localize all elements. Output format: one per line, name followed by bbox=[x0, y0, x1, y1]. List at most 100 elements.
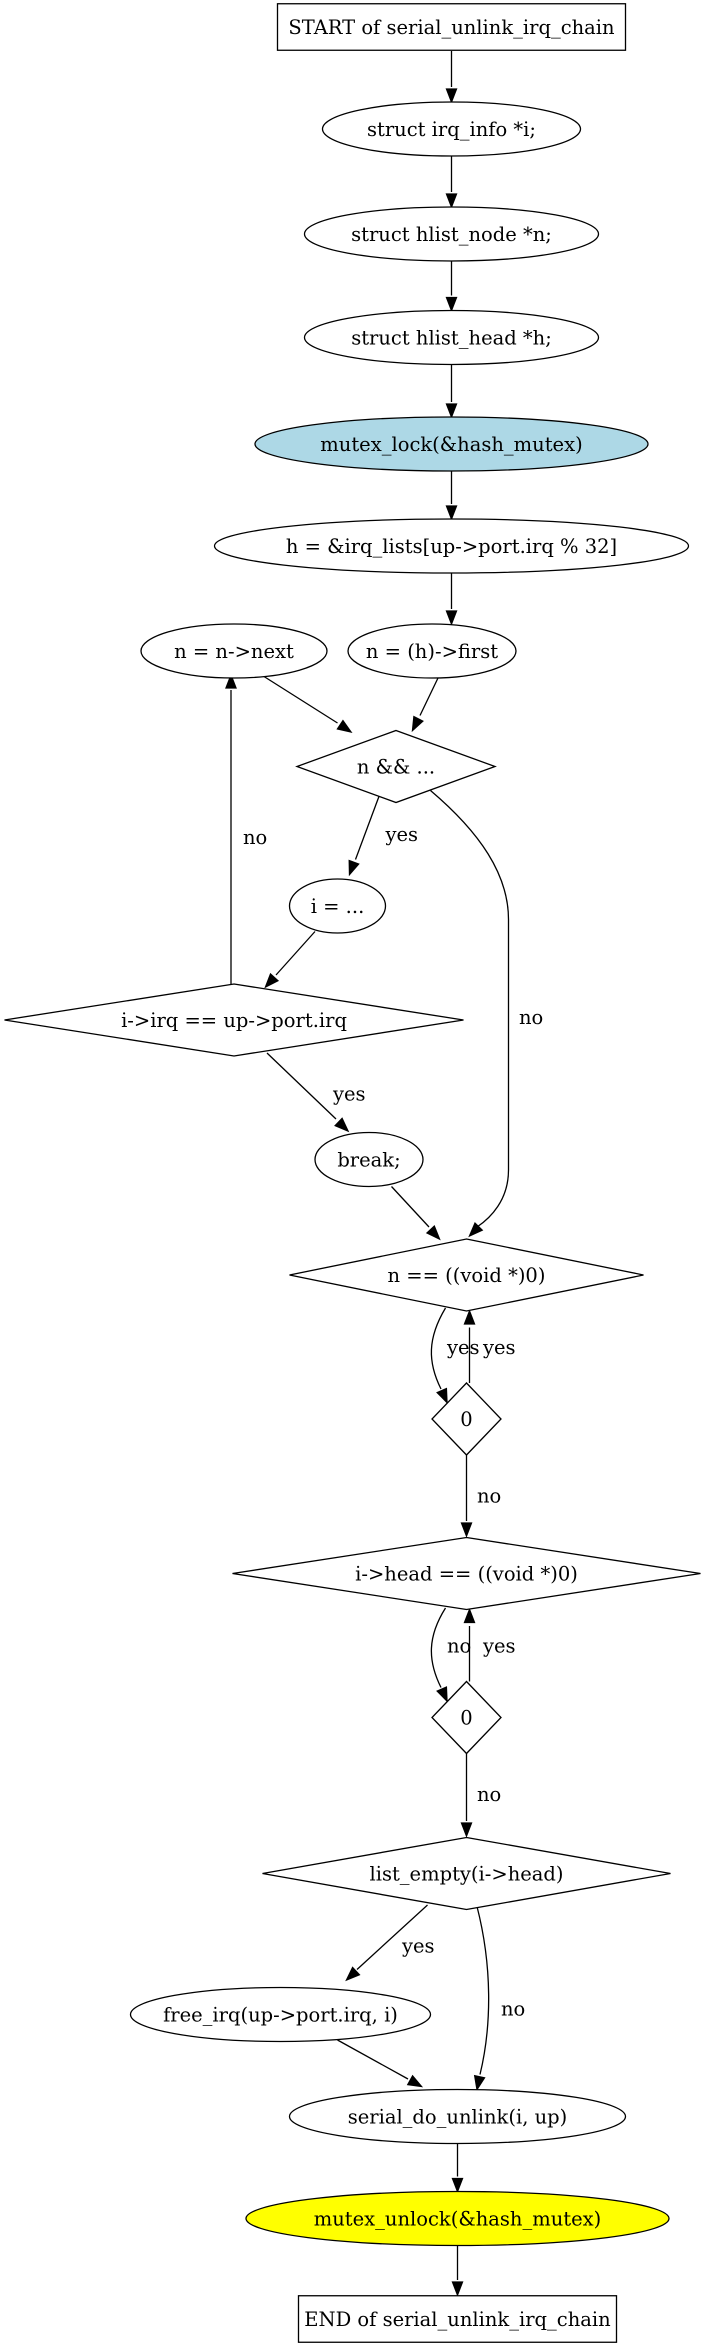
node-n-null: n == ((void *)0) bbox=[289, 1238, 644, 1312]
edge-line bbox=[263, 675, 338, 724]
edge-label: yes bbox=[401, 1935, 435, 1958]
node-decl-n: struct hlist_node *n; bbox=[303, 206, 600, 262]
arrowhead bbox=[445, 610, 458, 626]
node-label: n = (h)->first bbox=[366, 640, 498, 663]
node-label: list_empty(i->head) bbox=[369, 1863, 563, 1886]
edge-assign_h-to-n_first bbox=[445, 573, 458, 626]
node-diamond bbox=[431, 1382, 502, 1456]
edge-mutex_unlock-to-end bbox=[451, 2245, 464, 2297]
node-label: free_irq(up->port.irq, i) bbox=[163, 2004, 398, 2027]
edge-label: yes bbox=[482, 1635, 516, 1658]
edge-label: no bbox=[519, 1006, 543, 1029]
arrowhead bbox=[460, 1522, 473, 1538]
edge-serial_do_unlink-to-mutex_unlock bbox=[451, 2143, 464, 2194]
node-ellipse bbox=[213, 518, 690, 574]
node-label: END of serial_unlink_irq_chain bbox=[304, 2308, 611, 2331]
edge-line bbox=[476, 1906, 490, 2075]
node-loop-cond: n && ... bbox=[295, 729, 497, 804]
node-n-first: n = (h)->first bbox=[347, 623, 517, 679]
arrowhead bbox=[336, 719, 353, 734]
arrowhead bbox=[460, 1822, 473, 1838]
edge-label: yes bbox=[385, 823, 419, 846]
arrowhead bbox=[473, 2074, 486, 2092]
edge-line bbox=[391, 1186, 430, 1228]
node-ellipse bbox=[245, 2190, 670, 2247]
edge-irq_check-to-break: yes bbox=[266, 1052, 366, 1133]
node-diamond bbox=[262, 1836, 671, 1911]
node-n-next: n = n->next bbox=[140, 623, 328, 679]
node-free-irq: free_irq(up->port.irq, i) bbox=[129, 1986, 432, 2043]
node-diamond bbox=[295, 729, 497, 804]
edge-decl_h-to-mutex_lock bbox=[445, 364, 458, 419]
node-ellipse bbox=[303, 206, 600, 262]
arrowhead bbox=[445, 505, 458, 521]
edge-start-to-decl_i bbox=[445, 51, 458, 104]
arrowhead bbox=[348, 859, 360, 877]
edge-label: yes bbox=[446, 1336, 480, 1359]
edge-loop_cond-to-n_null: no bbox=[430, 790, 543, 1238]
node-label: 0 bbox=[460, 1707, 472, 1730]
node-decl-h: struct hlist_head *h; bbox=[303, 309, 600, 366]
arrowhead bbox=[445, 296, 458, 313]
node-label: struct hlist_head *h; bbox=[351, 327, 552, 350]
node-label: START of serial_unlink_irq_chain bbox=[288, 16, 615, 39]
arrowhead bbox=[334, 1117, 350, 1133]
edge-zero_2-to-list_empty: no bbox=[460, 1753, 501, 1838]
node-start: START of serial_unlink_irq_chain bbox=[276, 3, 627, 51]
node-decl-i: struct irq_info *i; bbox=[321, 101, 582, 157]
arrowhead bbox=[445, 88, 458, 104]
node-mutex-lock: mutex_lock(&hash_mutex) bbox=[254, 416, 649, 472]
edge-label: no bbox=[501, 1998, 525, 2021]
node-label: mutex_lock(&hash_mutex) bbox=[320, 433, 582, 456]
node-label: i->irq == up->port.irq bbox=[121, 1009, 347, 1032]
node-box bbox=[276, 3, 627, 51]
node-end: END of serial_unlink_irq_chain bbox=[297, 2295, 618, 2343]
edge-n_first-to-loop_cond bbox=[411, 677, 439, 733]
edge-line bbox=[356, 1904, 428, 1970]
edge-label: no bbox=[477, 1485, 501, 1508]
arrowhead bbox=[445, 403, 458, 419]
node-label: 0 bbox=[460, 1408, 472, 1431]
node-head-null: i->head == ((void *)0) bbox=[232, 1536, 701, 1611]
edge-n_null-to-zero_1: yes bbox=[430, 1307, 480, 1405]
node-irq-check: i->irq == up->port.irq bbox=[4, 983, 464, 1057]
edge-label: no bbox=[243, 826, 267, 849]
node-ellipse bbox=[140, 623, 328, 679]
node-diamond bbox=[289, 1238, 644, 1312]
node-label: n && ... bbox=[357, 756, 435, 779]
edge-list_empty-to-free_irq: yes bbox=[345, 1904, 435, 1982]
edge-zero_2-to-head_null: yes bbox=[463, 1607, 516, 1682]
edge-line bbox=[266, 1052, 337, 1120]
edge-loop_cond-to-assign_i: yes bbox=[348, 794, 419, 877]
edge-line bbox=[354, 794, 381, 860]
edge-line bbox=[337, 2039, 409, 2080]
arrowhead bbox=[451, 2177, 464, 2194]
arrowhead bbox=[225, 673, 237, 689]
arrowhead bbox=[411, 715, 424, 733]
node-ellipse bbox=[288, 878, 387, 934]
node-box bbox=[297, 2295, 618, 2343]
node-ellipse bbox=[314, 1131, 424, 1188]
edge-break-to-n_null bbox=[391, 1186, 441, 1241]
edge-line bbox=[430, 790, 510, 1228]
edge-n_next-to-loop_cond bbox=[263, 675, 353, 734]
node-list-empty: list_empty(i->head) bbox=[262, 1836, 671, 1911]
node-label: struct irq_info *i; bbox=[367, 118, 536, 141]
edge-list_empty-to-serial_do_unlink: no bbox=[473, 1906, 525, 2092]
edge-zero_1-to-head_null: no bbox=[460, 1455, 501, 1538]
node-ellipse bbox=[347, 623, 517, 679]
node-diamond bbox=[431, 1680, 502, 1755]
edge-zero_1-to-n_null: yes bbox=[463, 1309, 516, 1383]
edge-head_null-to-zero_2: no bbox=[430, 1607, 471, 1703]
edge-label: yes bbox=[332, 1083, 366, 1106]
node-zero-2: 0 bbox=[431, 1680, 502, 1755]
edge-line bbox=[430, 1607, 447, 1688]
edge-label: no bbox=[477, 1783, 501, 1806]
node-assign-i: i = ... bbox=[288, 878, 387, 934]
arrowhead bbox=[345, 1966, 361, 1982]
node-label: n = n->next bbox=[174, 640, 294, 663]
arrowhead bbox=[436, 1686, 448, 1703]
edge-label: yes bbox=[482, 1336, 516, 1359]
